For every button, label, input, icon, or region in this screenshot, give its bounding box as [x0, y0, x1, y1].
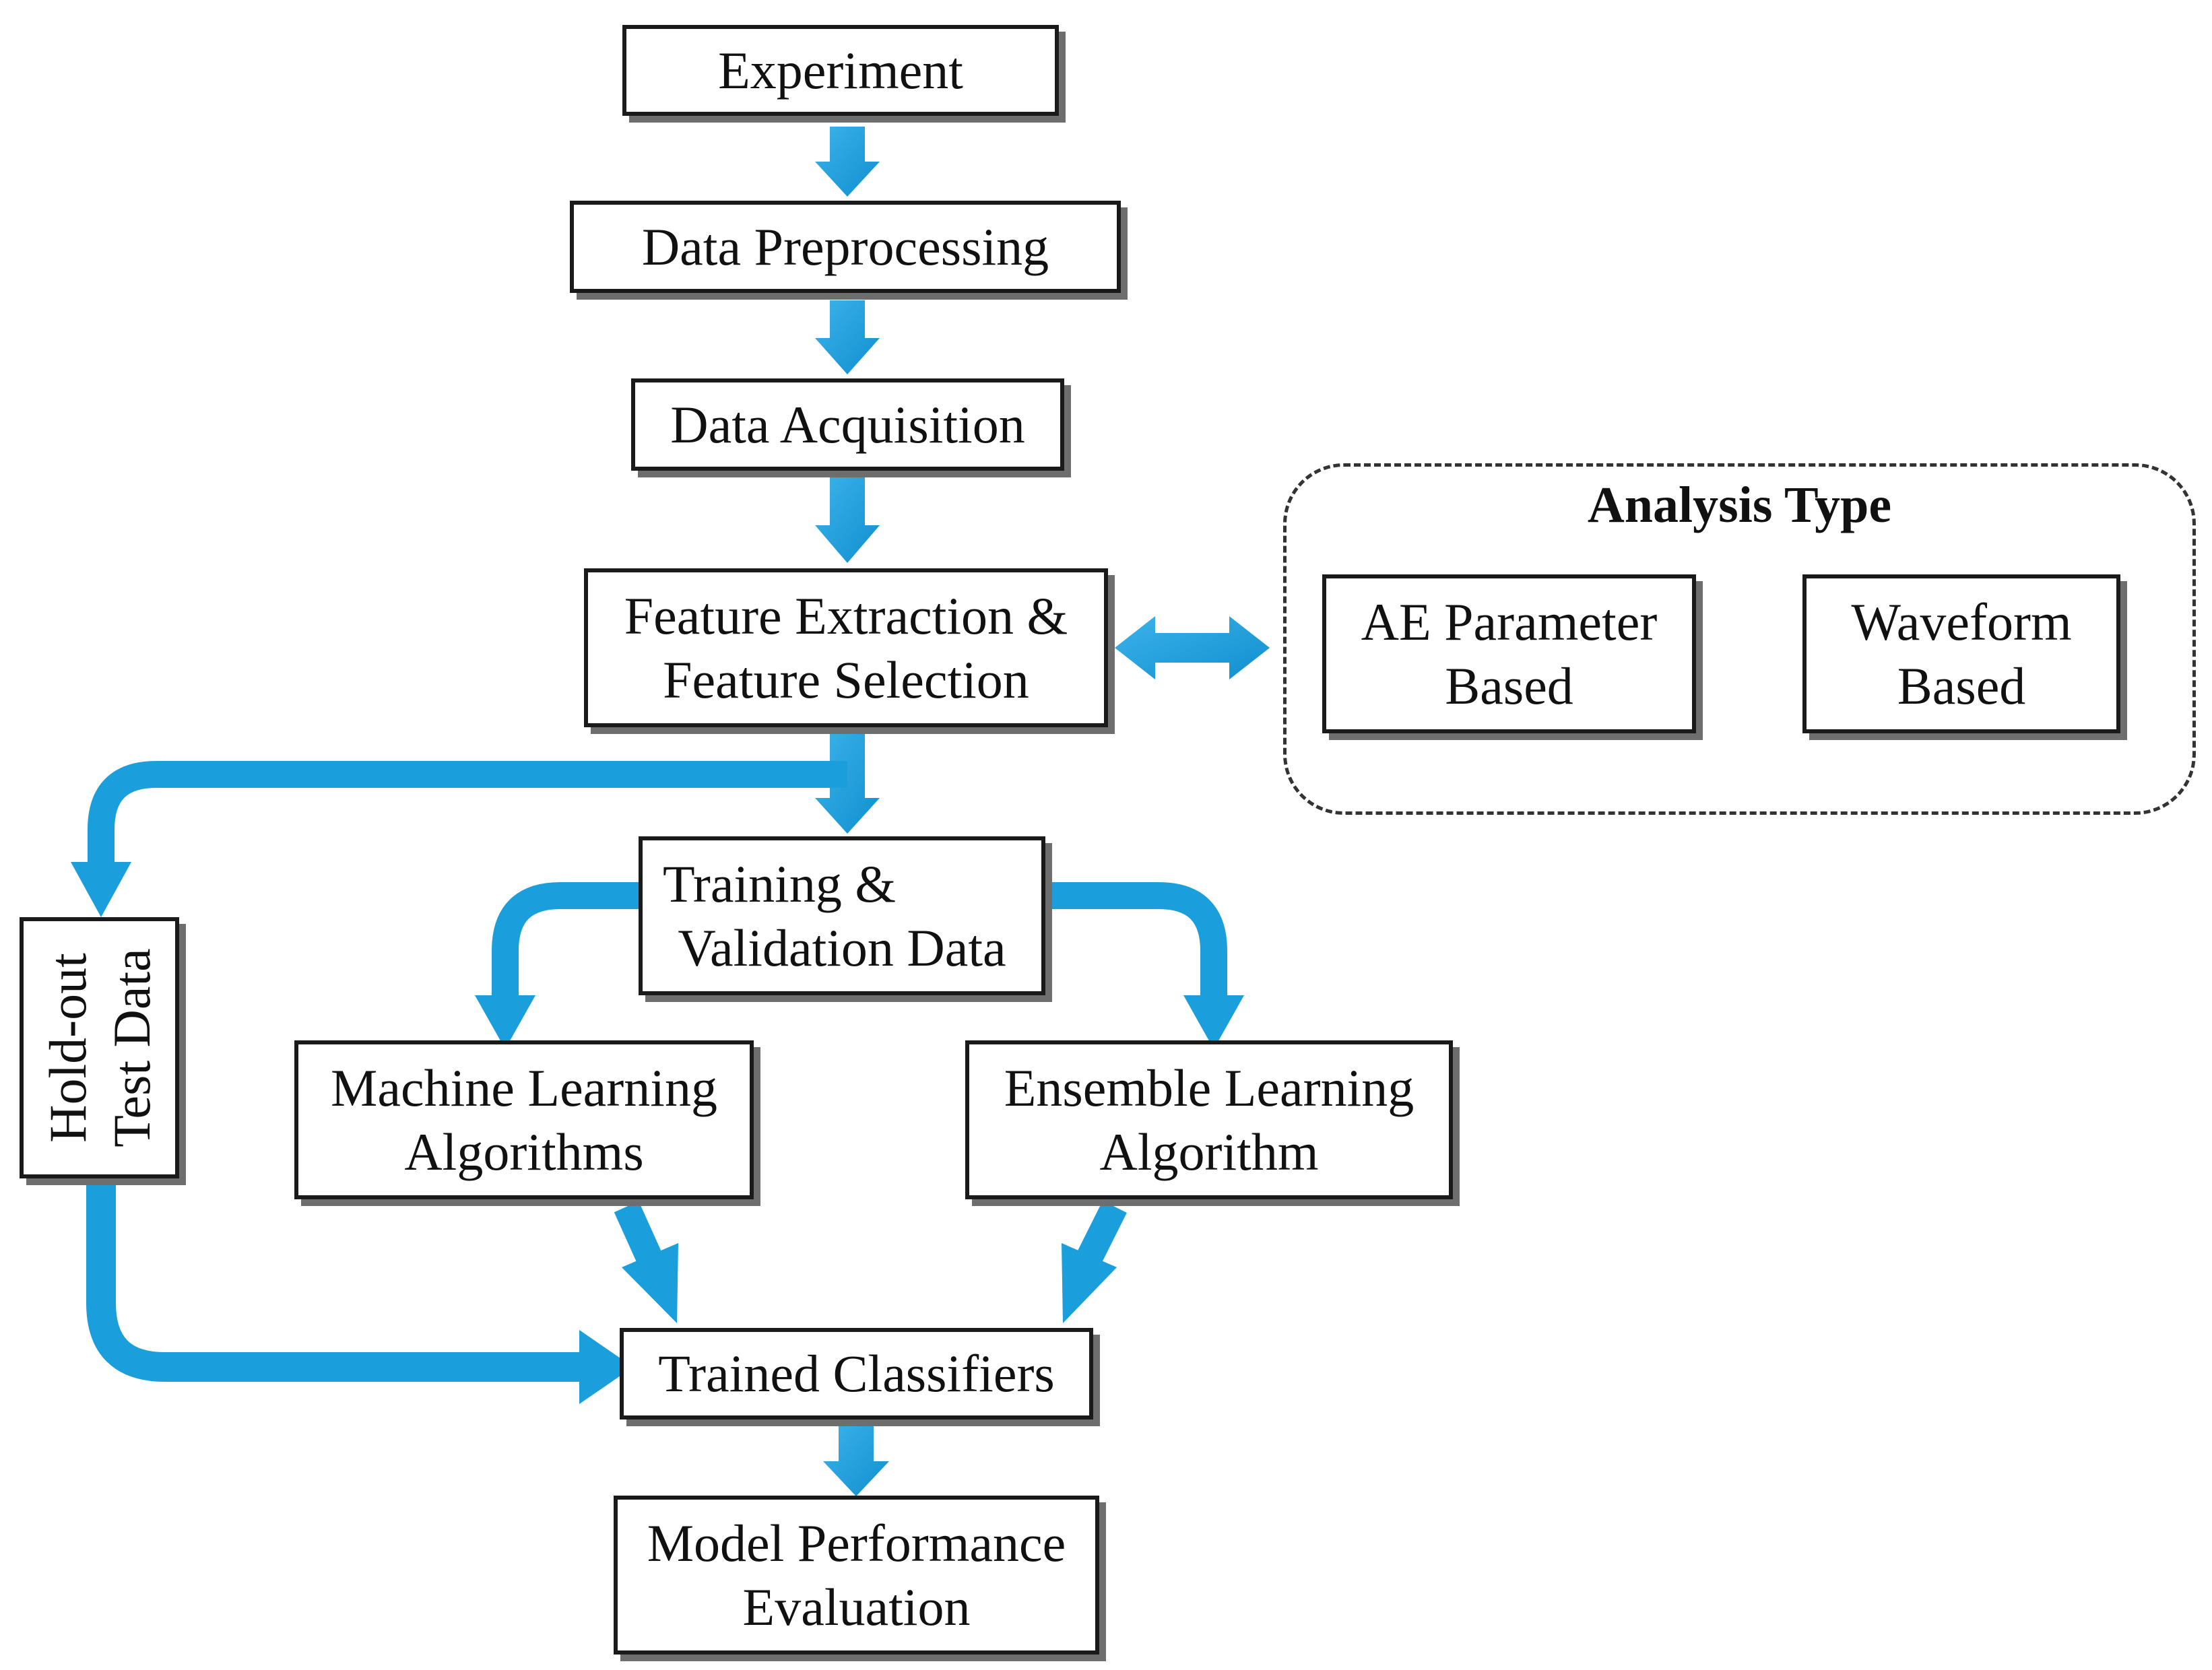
arrow-classifiers-to-performance [823, 1424, 889, 1496]
trained-classifiers-label: Trained Classifiers [658, 1344, 1055, 1403]
model-performance-label-line-2: Evaluation [742, 1578, 971, 1636]
experiment-box: Experiment [622, 25, 1059, 116]
arrow-training-to-ml-shaft [492, 882, 639, 997]
ae-parameter-label-line-1: AE Parameter [1361, 592, 1658, 651]
arrow-holdout-to-classifiers-shaft [86, 1184, 581, 1382]
arrowhead-ensemble-to-classifiers [1062, 1243, 1117, 1323]
feature-extraction-box: Feature Extraction & Feature Selection [584, 568, 1108, 727]
arrow-ml-to-classifiers-shaft [614, 1201, 663, 1267]
ensemble-learning-label-line-2: Algorithm [1099, 1123, 1319, 1181]
arrowhead-holdout-to-classifiers [579, 1330, 633, 1404]
experiment-label: Experiment [718, 40, 963, 100]
waveform-box: Waveform Based [1802, 574, 2120, 733]
training-validation-label-line-1: Training & [663, 854, 897, 913]
ae-parameter-label-line-2: Based [1445, 657, 1573, 715]
arrow-training-to-ensemble-shaft [1045, 882, 1227, 997]
data-acquisition-label: Data Acquisition [670, 395, 1025, 454]
arrow-acquisition-to-feature [815, 477, 880, 563]
trained-classifiers-box: Trained Classifiers [620, 1328, 1093, 1420]
data-acquisition-box: Data Acquisition [631, 378, 1064, 471]
arrowhead-ml [475, 995, 535, 1049]
holdout-test-box: Hold-out Test Data [20, 917, 179, 1178]
model-performance-box: Model Performance Evaluation [614, 1496, 1099, 1655]
arrowhead-holdout [71, 862, 131, 917]
arrowhead-ml-to-classifiers [622, 1243, 678, 1323]
training-validation-label-line-2: Validation Data [678, 918, 1006, 977]
feature-extraction-label-line-1: Feature Extraction & [624, 586, 1068, 645]
machine-learning-label-line-2: Algorithms [404, 1123, 644, 1181]
holdout-test-label-line-2: Test Data [102, 948, 161, 1147]
waveform-label-line-1: Waveform [1851, 592, 2072, 651]
training-validation-box: Training & Validation Data [639, 836, 1045, 995]
arrowhead-ensemble [1183, 995, 1244, 1049]
ae-parameter-box: AE Parameter Based [1322, 574, 1696, 733]
holdout-test-label-line-1: Hold-out [38, 953, 97, 1143]
model-performance-label-line-1: Model Performance [647, 1513, 1066, 1572]
arrow-feature-analysis-bidirectional [1115, 616, 1270, 679]
holdout-test-rotated-text: Hold-out Test Data [35, 948, 163, 1147]
arrow-ensemble-to-classifiers-shaft [1076, 1201, 1127, 1267]
analysis-type-title: Analysis Type [1587, 477, 1892, 533]
feature-extraction-label-line-2: Feature Selection [663, 650, 1029, 709]
arrow-feature-to-holdout-shaft [88, 761, 847, 863]
machine-learning-box: Machine Learning Algorithms [294, 1040, 754, 1199]
data-preprocessing-box: Data Preprocessing [570, 201, 1121, 293]
waveform-label-line-2: Based [1897, 657, 2026, 715]
machine-learning-label-line-1: Machine Learning [331, 1058, 717, 1117]
arrow-experiment-to-preprocessing [815, 127, 880, 197]
ensemble-learning-box: Ensemble Learning Algorithm [965, 1040, 1453, 1199]
analysis-type-group [1283, 463, 2196, 815]
data-preprocessing-label: Data Preprocessing [641, 217, 1049, 276]
arrow-preprocessing-to-acquisition [815, 300, 880, 374]
ensemble-learning-label-line-1: Ensemble Learning [1004, 1058, 1414, 1117]
